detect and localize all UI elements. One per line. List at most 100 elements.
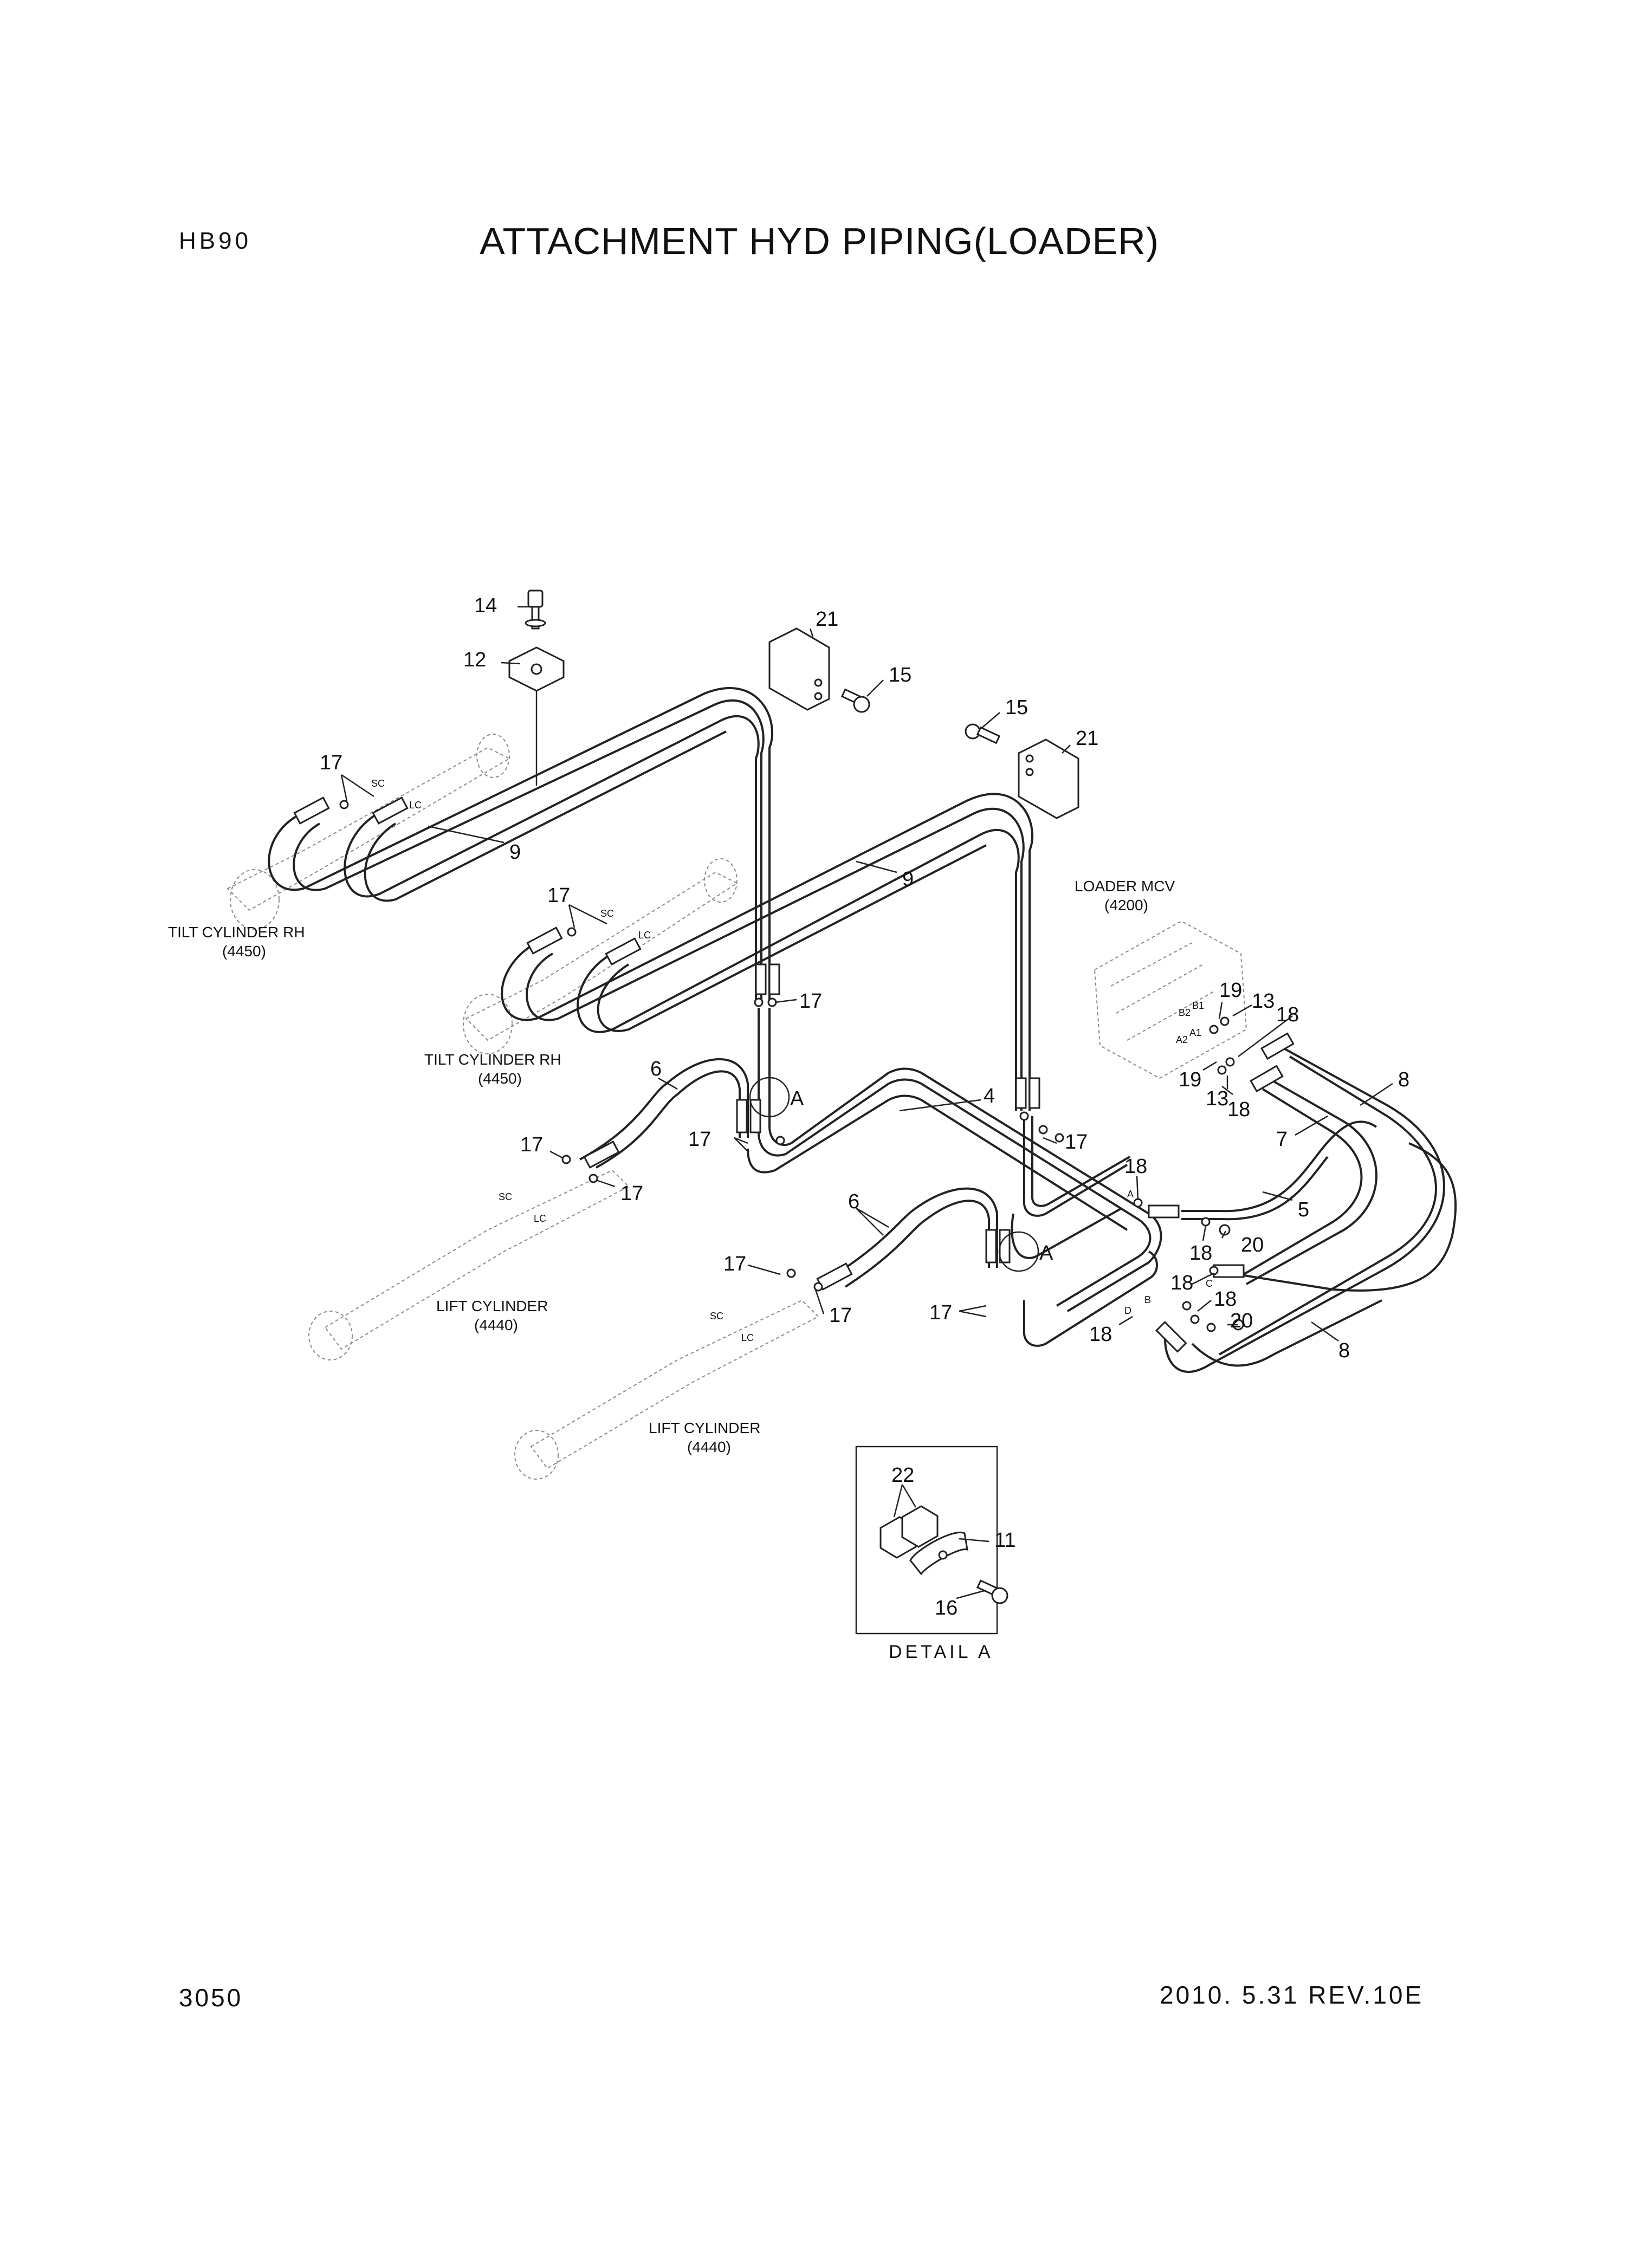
port-label-b: B: [1144, 1294, 1151, 1305]
port-label-a1: A1: [1189, 1027, 1201, 1038]
tilt-cylinder-upper-code: (4450): [222, 943, 266, 960]
hose-9-lower: [501, 793, 1033, 1111]
leader-lines: [340, 606, 1393, 1599]
callout-17: 17: [829, 1304, 852, 1327]
port-label-sc: SC: [499, 1191, 512, 1202]
callout-9: 9: [509, 841, 521, 864]
bracket-21-right: [1018, 738, 1079, 819]
tilt-cylinder-upper-outline: [227, 734, 511, 930]
callout-12: 12: [463, 649, 486, 671]
port-label-d: D: [1124, 1305, 1131, 1316]
detail-marker-a: A: [1039, 1242, 1053, 1265]
port-label-sc: SC: [371, 778, 385, 789]
callout-17: 17: [723, 1253, 746, 1275]
callout-20: 20: [1241, 1234, 1264, 1256]
plate-22: [901, 1505, 939, 1548]
detail-a-box: DETAIL A: [855, 1446, 1008, 1662]
callout-6: 6: [848, 1190, 859, 1213]
callout-8: 8: [1338, 1339, 1350, 1362]
port-label-a2: A2: [1176, 1034, 1188, 1045]
hose-fittings: [293, 796, 1295, 1353]
port-label-lc: LC: [638, 930, 651, 941]
port-label-sc: SC: [600, 908, 614, 919]
callouts: 14 12 21 15 15 21 17 9 9 17 17 6 4 17 17…: [320, 594, 1409, 1619]
callout-4: 4: [984, 1085, 995, 1107]
callout-18: 18: [1276, 1003, 1299, 1026]
callout-19: 19: [1179, 1068, 1201, 1091]
callout-13: 13: [1206, 1087, 1228, 1110]
callout-17: 17: [520, 1133, 543, 1156]
callout-18: 18: [1214, 1288, 1237, 1311]
tilt-cylinder-lower-outline: [463, 858, 739, 1054]
callout-20: 20: [1230, 1310, 1253, 1332]
callout-19: 19: [1219, 979, 1242, 1002]
callout-18: 18: [1124, 1155, 1147, 1178]
callout-18: 18: [1227, 1098, 1250, 1121]
callout-13: 13: [1252, 990, 1275, 1013]
tilt-cylinder-lower-code: (4450): [478, 1070, 522, 1087]
lift-cylinder-lower-outline: [514, 1299, 819, 1480]
hose-8-lower: [1191, 1142, 1457, 1367]
hose-7: [1240, 1077, 1377, 1285]
callout-17: 17: [929, 1301, 952, 1324]
detail-marker-a: A: [790, 1087, 804, 1110]
detail-a-reference: A A: [749, 1077, 1053, 1272]
bolt-15-left: [840, 688, 870, 713]
callout-14: 14: [474, 594, 497, 617]
lift-cylinder-upper-code: (4440): [474, 1317, 518, 1333]
port-label-lc: LC: [534, 1213, 546, 1224]
hose-5: [1181, 1120, 1377, 1221]
callout-17: 17: [620, 1182, 643, 1205]
callout-5: 5: [1298, 1198, 1309, 1221]
callout-17: 17: [320, 751, 342, 774]
tilt-cylinder-lower-label: TILT CYLINDER RH: [424, 1051, 561, 1068]
callout-18: 18: [1189, 1242, 1212, 1265]
lift-cylinder-upper-label: LIFT CYLINDER: [436, 1298, 548, 1314]
callout-18: 18: [1089, 1323, 1112, 1346]
lift-cylinder-upper-outline: [308, 1169, 630, 1360]
port-label-c: C: [1206, 1278, 1213, 1289]
clamp-12: [508, 646, 565, 786]
hose-6-lower: [828, 1187, 998, 1288]
callout-18: 18: [1170, 1272, 1193, 1294]
page-title: ATTACHMENT HYD PIPING(LOADER): [480, 220, 1160, 262]
detail-caption: DETAIL A: [889, 1642, 994, 1662]
callout-15: 15: [889, 664, 911, 686]
revision-date: 2010. 5.31 REV.10E: [1160, 1981, 1424, 2009]
page-number: 3050: [179, 1984, 243, 2012]
tilt-cylinder-upper-label: TILT CYLINDER RH: [168, 924, 305, 941]
callout-7: 7: [1276, 1128, 1288, 1151]
port-label-a: A: [1127, 1189, 1134, 1200]
callout-21: 21: [1076, 727, 1098, 750]
callout-15: 15: [1005, 696, 1028, 719]
port-label-b2: B2: [1179, 1007, 1191, 1018]
port-label-lc: LC: [409, 800, 422, 811]
port-label-sc: SC: [710, 1311, 723, 1321]
callout-22: 22: [891, 1464, 914, 1487]
model-code: HB90: [179, 228, 252, 254]
callout-6: 6: [650, 1058, 662, 1080]
hose-8-upper: [1164, 1045, 1445, 1373]
callout-9: 9: [902, 868, 914, 891]
callout-8: 8: [1398, 1068, 1409, 1091]
loader-mcv-code: (4200): [1104, 897, 1148, 913]
callout-16: 16: [935, 1597, 958, 1619]
bracket-21-left: [768, 627, 830, 711]
callout-21: 21: [816, 608, 838, 631]
loader-mcv-outline: B2 B1 A2 A1: [1094, 920, 1247, 1079]
bolt-14: [525, 589, 546, 630]
callout-17: 17: [1065, 1131, 1088, 1154]
callout-17: 17: [688, 1128, 711, 1151]
bolt-15-right: [965, 723, 1001, 744]
callout-11: 11: [994, 1529, 1015, 1552]
pipe-4: [747, 1008, 1162, 1347]
loader-mcv-label: LOADER MCV: [1075, 878, 1175, 895]
callout-17: 17: [799, 990, 822, 1013]
lift-cylinder-lower-code: (4440): [687, 1438, 731, 1455]
lift-cylinder-lower-label: LIFT CYLINDER: [649, 1420, 760, 1436]
callout-17: 17: [547, 884, 570, 907]
port-label-b1: B1: [1192, 1000, 1204, 1011]
hose-9-upper: [268, 687, 773, 1002]
port-label-lc: LC: [741, 1332, 754, 1343]
